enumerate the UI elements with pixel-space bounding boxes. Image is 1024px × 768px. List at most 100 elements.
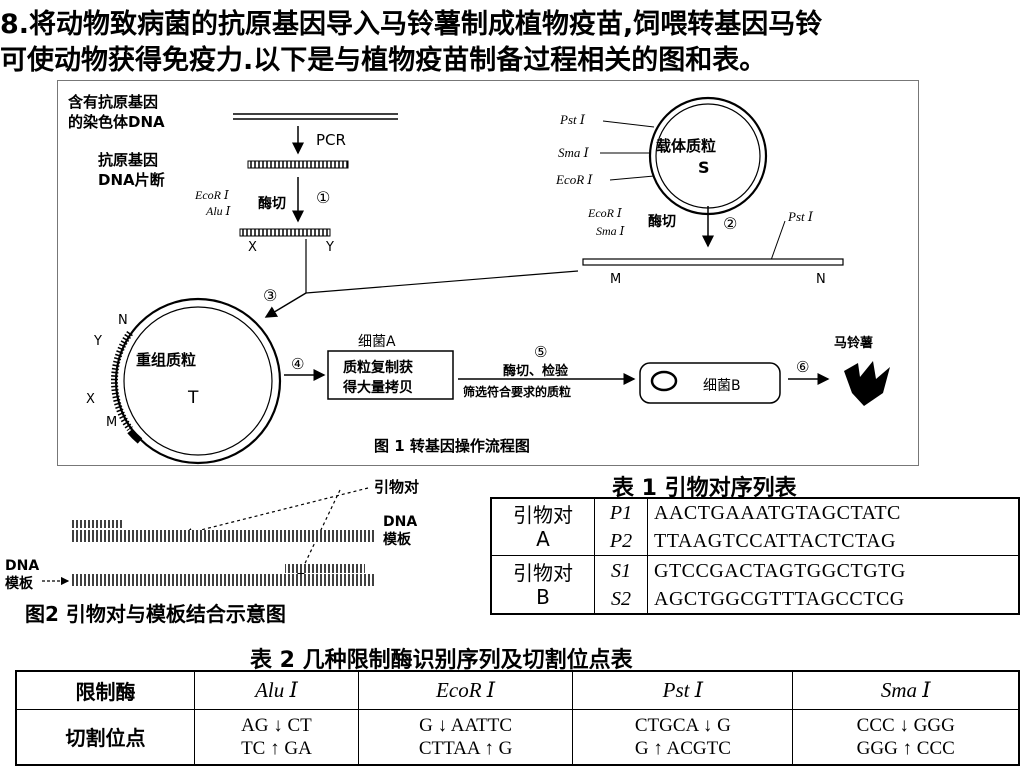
step3-label: ③	[263, 286, 277, 305]
fragment-y-label: Y	[325, 240, 334, 255]
plasmid-smai-label: Sma Ⅰ	[558, 145, 590, 160]
cut-site-alui: AG ↓ CT TC ↑ GA	[194, 708, 359, 766]
cut-label-2: 酶切	[648, 213, 676, 230]
step5-label: ⑤	[534, 343, 547, 361]
cut-site-bottom: CTTAA ↑ G	[418, 737, 513, 759]
question-line-2: 可使动物获得免疫力.以下是与植物疫苗制备过程相关的图和表。	[0, 45, 767, 74]
recombinant-m-region	[127, 428, 143, 444]
recombinant-plasmid-t: T	[187, 388, 199, 408]
table-row: S2 AGCTGGCGTTTAGCCTCG	[491, 584, 1020, 615]
primer-name: S1	[594, 555, 648, 585]
vector-plasmid-inner	[655, 103, 761, 209]
header-enzyme: 限制酶	[15, 670, 195, 710]
cut-site-top: CTGCA ↓ G	[634, 714, 731, 736]
figure-1-svg: 含有抗原基因 的染色体DNA PCR 抗原基因 DNA片断 EcoR Ⅰ Alu…	[68, 93, 890, 465]
vector-plasmid-label: 载体质粒	[656, 137, 716, 155]
dna-template-right-2: 模板	[383, 531, 412, 548]
linear-vector-fragment	[582, 258, 844, 266]
cut-site-top: G ↓ AATTC	[419, 714, 513, 736]
primer-group-b-label: 引物对	[513, 560, 573, 585]
recombinant-y-label: Y	[93, 334, 102, 349]
dna-template-top	[72, 530, 375, 542]
header-ecori: EcoR Ⅰ	[357, 670, 574, 710]
potato-plant-icon	[844, 361, 890, 406]
table-header-row: 限制酶 Alu Ⅰ EcoR Ⅰ Pst Ⅰ Sma Ⅰ	[15, 670, 1020, 710]
bacteria-b-plasmid-icon	[650, 370, 678, 392]
cut-site-smai: CCC ↓ GGG GGG ↑ CCC	[792, 708, 1020, 766]
figure-1-caption: 图 1 转基因操作流程图	[374, 437, 530, 455]
step5-bottom-text: 筛选符合要求的质粒	[463, 384, 571, 399]
table-1-title: 表 1 引物对序列表	[612, 476, 797, 501]
step5-top-text: 酶切、检验	[503, 363, 569, 379]
recombinant-m-label: M	[106, 415, 117, 430]
step2-smai-label: Sma Ⅰ	[596, 224, 625, 238]
cut-site-bottom: G ↑ ACGTC	[634, 737, 731, 759]
cut-site-bottom: GGG ↑ CCC	[856, 737, 955, 759]
primer-name: S2	[594, 584, 648, 615]
plasmid-psti-label: Pst Ⅰ	[559, 112, 586, 127]
step2-ecori-label: EcoR Ⅰ	[587, 206, 622, 220]
table-2-restriction-enzymes: 限制酶 Alu Ⅰ EcoR Ⅰ Pst Ⅰ Sma Ⅰ 切割位点 AG ↓ C…	[15, 670, 1020, 766]
primer-sequence: AGCTGGCGTTTAGCCTCG	[647, 584, 1020, 615]
primer-name: P1	[594, 497, 648, 528]
table-2-title: 表 2 几种限制酶识别序列及切割位点表	[250, 648, 633, 673]
table-row: 引物对 B S1 GTCCGACTAGTGGCTGTG	[490, 555, 1020, 615]
bacteria-a-label: 细菌A	[358, 334, 396, 350]
cut-site-bottom: TC ↑ GA	[241, 737, 312, 759]
replication-line-1: 质粒复制获	[343, 359, 413, 376]
primer-pair-label: 引物对	[374, 478, 419, 496]
enzyme-alui-label: Alu Ⅰ	[205, 204, 231, 218]
cut-site-top: CCC ↓ GGG	[856, 714, 955, 736]
step1-label: ①	[316, 188, 330, 207]
header-smai: Sma Ⅰ	[792, 670, 1020, 710]
step6-label: ⑥	[796, 358, 809, 376]
step3-join-line	[305, 270, 579, 294]
step3-arrow	[264, 292, 307, 318]
fragment-x-label: X	[248, 240, 257, 255]
recombinant-plasmid-label: 重组质粒	[136, 351, 196, 369]
table-row: 引物对 A P1 AACTGAAATGTAGCTATC	[490, 497, 1020, 557]
primer-group-b-letter: B	[536, 584, 550, 609]
pcr-label: PCR	[316, 131, 346, 149]
cut-gene-fragment	[239, 228, 331, 237]
primer-group-a-letter: A	[536, 527, 550, 552]
header-psti: Pst Ⅰ	[572, 670, 794, 710]
primer-sequence: TTAAGTCCATTACTCTAG	[647, 527, 1020, 557]
fragment-m-label: M	[610, 272, 621, 287]
cut-label-1: 酶切	[258, 195, 286, 212]
plasmid-ecori-line	[609, 175, 655, 181]
step2-label: ②	[723, 214, 737, 233]
recombinant-plasmid-inner	[123, 306, 273, 456]
gene-fragment-dna	[247, 160, 349, 169]
recombinant-x-label: X	[86, 392, 95, 407]
table-1-primer-sequences: 引物对 A P1 AACTGAAATGTAGCTATC P2 TTAAGTCCA…	[490, 497, 1020, 615]
gene-fragment-label-1: 抗原基因	[98, 151, 158, 169]
dna-template-left-2: 模板	[5, 575, 34, 592]
table-row: 切割位点 AG ↓ CT TC ↑ GA G ↓ AATTC CTTAA ↑ G…	[15, 708, 1020, 766]
question-line-1: 8.将动物致病菌的抗原基因导入马铃薯制成植物疫苗,饲喂转基因马铃	[0, 9, 823, 40]
fragment-psti-line	[769, 220, 786, 264]
figure-2-caption: 图2 引物对与模板结合示意图	[25, 602, 286, 626]
dna-template-left-1: DNA	[5, 558, 39, 574]
plasmid-psti-line	[602, 120, 655, 128]
bacteria-b-label: 细菌B	[703, 378, 741, 394]
chromosome-label-2: 的染色体DNA	[68, 113, 165, 131]
primer-sequence: AACTGAAATGTAGCTATC	[647, 497, 1020, 528]
fragment-n-label: N	[816, 272, 826, 287]
primer-group-a: 引物对 A	[490, 497, 595, 557]
gene-fragment-label-2: DNA片断	[98, 171, 165, 189]
bacteria-b-box	[639, 362, 781, 404]
header-alui: Alu Ⅰ	[194, 670, 359, 710]
dna-template-bottom	[72, 574, 375, 586]
primer-sequence: GTCCGACTAGTGGCTGTG	[647, 555, 1020, 585]
replication-box	[327, 350, 454, 400]
cut-site-top: AG ↓ CT	[241, 714, 312, 736]
primer-bottom-bound	[285, 564, 365, 573]
plasmid-ecori-label: EcoR Ⅰ	[555, 172, 593, 187]
row-label-cut-site: 切割位点	[15, 708, 195, 766]
vector-plasmid-s: S	[698, 158, 710, 177]
chromosome-label-1: 含有抗原基因	[68, 93, 158, 111]
cut-site-psti: CTGCA ↓ G G ↑ ACGTC	[572, 708, 794, 766]
recombinant-plasmid-outer	[114, 297, 282, 465]
cut-site-ecori: G ↓ AATTC CTTAA ↑ G	[357, 708, 574, 766]
